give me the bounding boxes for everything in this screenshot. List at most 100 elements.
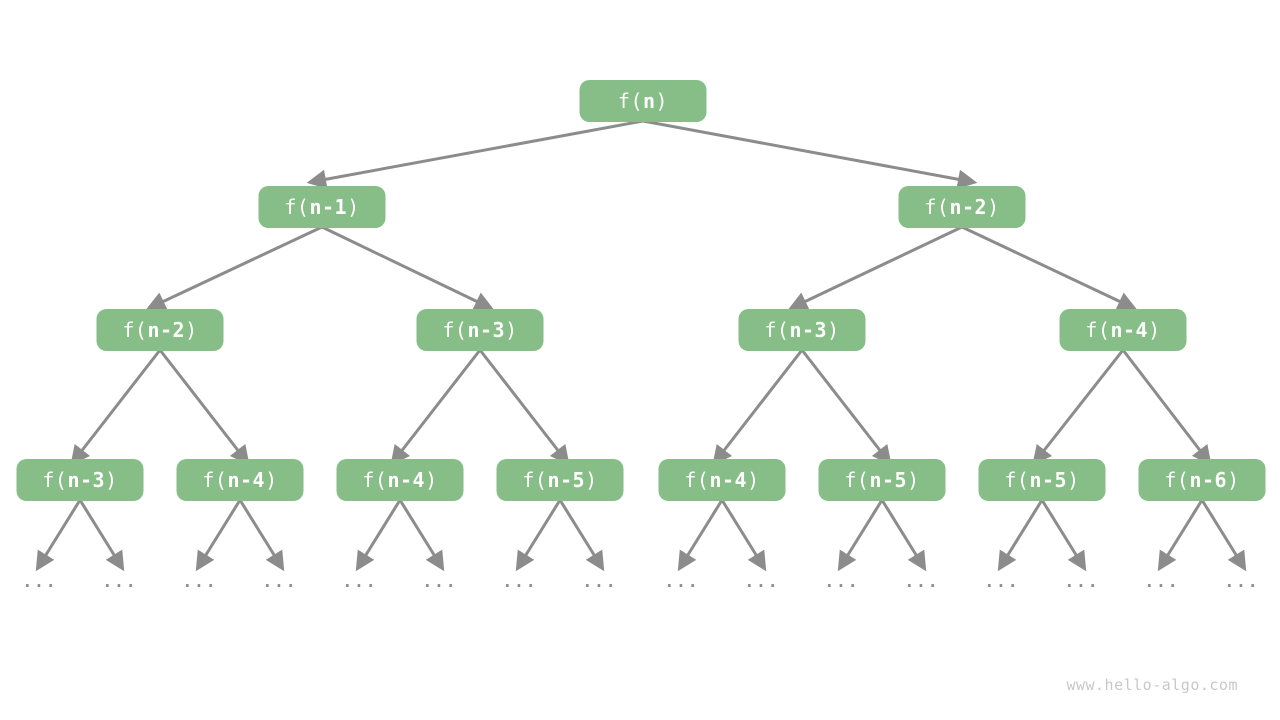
- node-label-prefix: f(: [1004, 468, 1030, 492]
- ellipsis-leaf: ...: [342, 572, 378, 591]
- node-label-prefix: f(: [442, 318, 468, 342]
- node-label-prefix: f(: [284, 195, 310, 219]
- node-label-suffix: ): [1067, 468, 1080, 492]
- node-label-suffix: ): [185, 318, 198, 342]
- edge-arrow: [195, 498, 242, 572]
- edge-arrow: [70, 348, 162, 466]
- ellipsis-leaf: ...: [582, 572, 618, 591]
- edge-arrow: [712, 348, 804, 466]
- node-label-prefix: f(: [924, 195, 950, 219]
- edge-arrow: [997, 498, 1044, 572]
- tree-node-fn-3: f(n-3): [416, 309, 544, 351]
- edge-arrow: [677, 498, 724, 572]
- edge-arrow: [320, 225, 495, 311]
- edge-arrow: [880, 498, 927, 572]
- node-label-suffix: ): [505, 318, 518, 342]
- ellipsis-leaf: ...: [262, 572, 298, 591]
- edge-arrow: [306, 119, 645, 189]
- edge-arrow: [355, 498, 402, 572]
- edge-arrow: [145, 225, 324, 311]
- node-label-suffix: ): [1148, 318, 1161, 342]
- tree-node-fn-4: f(n-4): [1059, 309, 1187, 351]
- edge-arrow: [478, 348, 570, 466]
- node-label-suffix: ): [1227, 468, 1240, 492]
- tree-node-fn-6: f(n-6): [1138, 459, 1266, 501]
- node-label-prefix: f(: [1085, 318, 1111, 342]
- edge-arrow: [800, 348, 892, 466]
- node-label-suffix: ): [265, 468, 278, 492]
- ellipsis-leaf: ...: [22, 572, 58, 591]
- ellipsis-leaf: ...: [182, 572, 218, 591]
- tree-node-fn-4: f(n-4): [336, 459, 464, 501]
- edge-arrow: [515, 498, 562, 572]
- node-label-prefix: f(: [1164, 468, 1190, 492]
- edge-arrow: [1121, 348, 1212, 466]
- edge-arrow: [1200, 498, 1247, 572]
- tree-node-fn-2: f(n-2): [898, 186, 1026, 228]
- node-label-suffix: ): [987, 195, 1000, 219]
- edge-arrow: [158, 348, 250, 466]
- node-label-prefix: f(: [844, 468, 870, 492]
- edge-arrow: [238, 498, 285, 572]
- node-label-argument: n: [643, 89, 656, 113]
- tree-node-fn-5: f(n-5): [496, 459, 624, 501]
- ellipsis-leaf: ...: [664, 572, 700, 591]
- edge-arrow: [1032, 348, 1125, 466]
- edge-arrow: [398, 498, 445, 572]
- edge-arrow: [960, 225, 1138, 311]
- node-label-prefix: f(: [684, 468, 710, 492]
- node-label-argument: n-5: [1029, 468, 1068, 492]
- node-label-argument: n-4: [709, 468, 748, 492]
- node-label-argument: n-4: [387, 468, 426, 492]
- node-label-argument: n-4: [1110, 318, 1149, 342]
- tree-node-fn-3: f(n-3): [16, 459, 144, 501]
- node-label-argument: n-5: [547, 468, 586, 492]
- edge-arrow: [35, 498, 82, 572]
- edge-arrow: [558, 498, 605, 572]
- ellipsis-leaf: ...: [744, 572, 780, 591]
- tree-node-fn-1: f(n-1): [258, 186, 386, 228]
- node-label-prefix: f(: [764, 318, 790, 342]
- node-label-suffix: ): [425, 468, 438, 492]
- ellipsis-leaf: ...: [102, 572, 138, 591]
- edge-arrow: [787, 225, 964, 311]
- node-label-prefix: f(: [42, 468, 68, 492]
- node-label-suffix: ): [827, 318, 840, 342]
- node-label-prefix: f(: [522, 468, 548, 492]
- ellipsis-leaf: ...: [824, 572, 860, 591]
- node-label-suffix: ): [655, 89, 669, 113]
- edge-arrow: [78, 498, 125, 572]
- ellipsis-leaf: ...: [904, 572, 940, 591]
- node-label-argument: n-3: [467, 318, 506, 342]
- ellipsis-leaf: ...: [984, 572, 1020, 591]
- node-label-argument: n-2: [949, 195, 988, 219]
- edge-arrow: [1040, 498, 1087, 572]
- tree-node-fn-4: f(n-4): [658, 459, 786, 501]
- node-label-suffix: ): [747, 468, 760, 492]
- node-label-argument: n-3: [789, 318, 828, 342]
- node-label-prefix: f(: [362, 468, 388, 492]
- node-label-suffix: ): [585, 468, 598, 492]
- ellipsis-leaf: ...: [502, 572, 538, 591]
- ellipsis-leaf: ...: [1064, 572, 1100, 591]
- tree-node-fn-3: f(n-3): [738, 309, 866, 351]
- tree-node-fn-5: f(n-5): [978, 459, 1106, 501]
- tree-node-fn-2: f(n-2): [96, 309, 224, 351]
- node-label-argument: n-1: [309, 195, 348, 219]
- watermark-text: www.hello-algo.com: [1066, 676, 1238, 694]
- edge-arrow: [390, 348, 482, 466]
- node-label-argument: n-4: [227, 468, 266, 492]
- node-label-prefix: f(: [617, 89, 643, 113]
- ellipsis-leaf: ...: [1144, 572, 1180, 591]
- ellipsis-leaf: ...: [422, 572, 458, 591]
- node-label-suffix: ): [907, 468, 920, 492]
- tree-node-fn-4: f(n-4): [176, 459, 304, 501]
- node-label-argument: n-3: [67, 468, 106, 492]
- edge-arrow: [837, 498, 884, 572]
- edge-arrow: [641, 119, 978, 189]
- tree-node-fn: f(n): [579, 80, 707, 122]
- edge-arrow: [720, 498, 767, 572]
- node-label-argument: n-5: [869, 468, 908, 492]
